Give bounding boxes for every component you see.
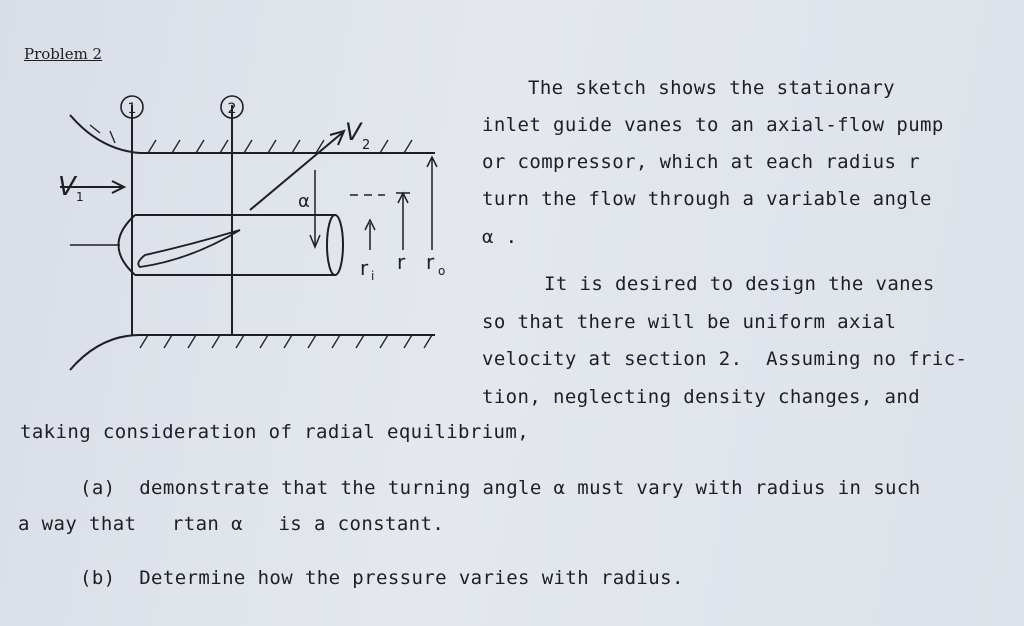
casing-bottom-hatching <box>139 334 433 349</box>
casing-bottom-wall <box>69 334 435 371</box>
part-a-line1: (a) demonstrate that the turning angle α… <box>80 477 921 499</box>
hub-end <box>326 214 344 276</box>
guide-vane-blade <box>137 229 241 268</box>
ri-subscript: i <box>371 269 374 283</box>
casing-top-wall <box>69 114 435 154</box>
v2-arrow <box>249 132 343 211</box>
casing-top-hatching <box>89 124 413 154</box>
guide-vane-sketch: 1 2 V 1 V 2 α r i r r o <box>60 95 445 371</box>
r-label: r <box>397 250 406 274</box>
ro-subscript: o <box>438 264 445 278</box>
part-a-line2: a way that rtan α is a constant. <box>18 513 445 535</box>
alpha-label: α <box>298 191 310 212</box>
station-1-marker <box>120 95 144 119</box>
ro-label: r <box>426 250 435 274</box>
v1-arrowhead <box>111 180 127 194</box>
paragraph1-line5: α . <box>482 226 518 248</box>
paragraph1-line1: The sketch shows the stationary <box>528 77 896 99</box>
paragraph2-line4: tion, neglecting density changes, and <box>482 386 921 408</box>
v2-arrowhead <box>329 129 346 146</box>
part-b-line: (b) Determine how the pressure varies wi… <box>80 567 684 589</box>
paragraph2-line2: so that there will be uniform axial <box>482 311 897 333</box>
v2-subscript: 2 <box>362 138 370 153</box>
paragraph1-line2: inlet guide vanes to an axial-flow pump <box>482 114 944 136</box>
paragraph1-line4: turn the flow through a variable angle <box>482 188 932 210</box>
v1-label: V <box>60 172 78 202</box>
station-2-marker <box>220 95 244 119</box>
paragraph1-line3: or compressor, which at each radius r <box>482 151 921 173</box>
problem-heading: Problem 2 <box>24 45 103 63</box>
station-2-label: 2 <box>228 101 237 117</box>
v1-subscript: 1 <box>76 190 84 204</box>
ri-label: r <box>360 256 369 280</box>
v2-label: V <box>345 118 363 146</box>
station-1-label: 1 <box>128 101 137 117</box>
paragraph2-line1: It is desired to design the vanes <box>544 273 935 295</box>
paragraph2-line3: velocity at section 2. Assuming no fric- <box>482 348 968 370</box>
paragraph2-line5: taking consideration of radial equilibri… <box>20 421 530 443</box>
